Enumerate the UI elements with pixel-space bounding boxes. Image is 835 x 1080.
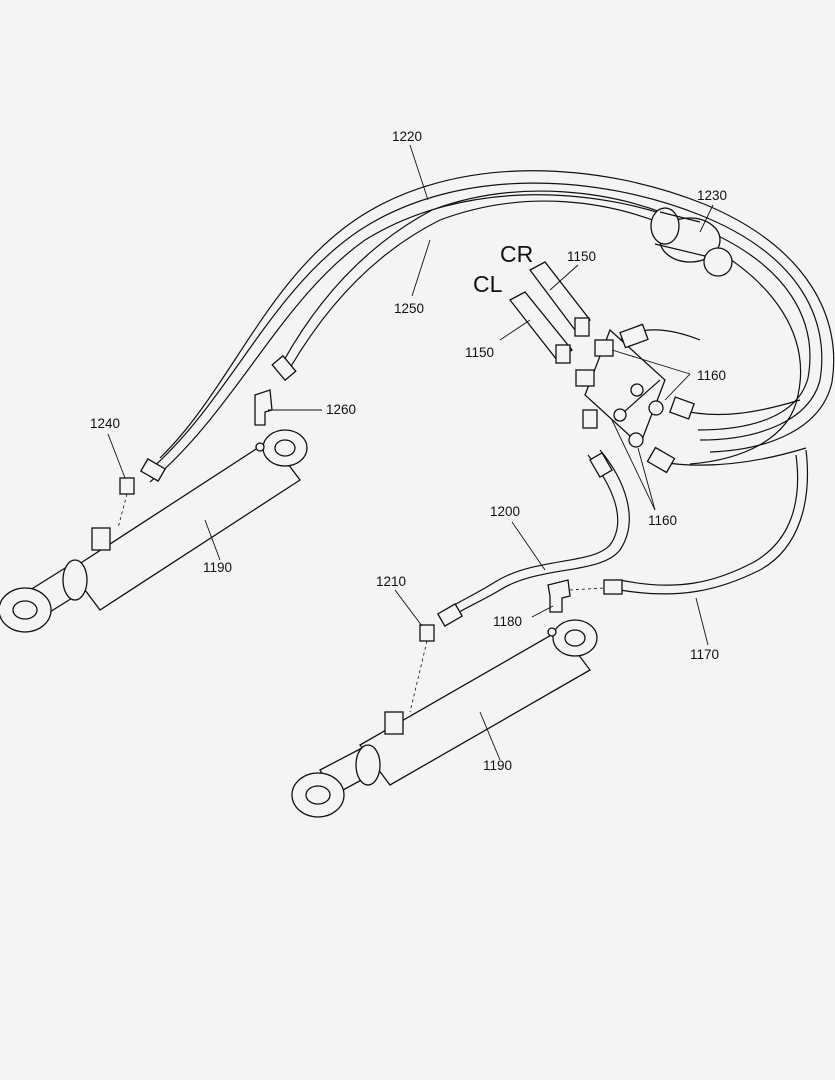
cylinder-upper: [0, 389, 308, 633]
callout-1170: 1170: [690, 647, 719, 662]
valve-block: [436, 261, 809, 627]
callout-1250: 1250: [394, 301, 424, 316]
label-cr: CR: [500, 241, 533, 267]
hose-bundle: [139, 170, 835, 483]
label-cl: CL: [473, 271, 503, 297]
callout-1210: 1210: [376, 574, 406, 589]
callout-1230: 1230: [697, 188, 727, 203]
callout-1150-upper: 1150: [567, 249, 596, 264]
callout-1240: 1240: [90, 416, 120, 431]
cylinder-lower: [291, 619, 598, 818]
callout-1220: 1220: [392, 129, 422, 144]
callout-1160-upper: 1160: [697, 368, 726, 383]
leader-lines: [107, 144, 714, 761]
callout-1190-upper: 1190: [203, 560, 232, 575]
callout-1160-lower: 1160: [648, 513, 677, 528]
callout-1200: 1200: [490, 504, 520, 519]
callout-1260: 1260: [326, 402, 356, 417]
callout-1150-lower: 1150: [465, 345, 494, 360]
callout-1180: 1180: [493, 614, 522, 629]
callout-1190-lower: 1190: [483, 758, 512, 773]
